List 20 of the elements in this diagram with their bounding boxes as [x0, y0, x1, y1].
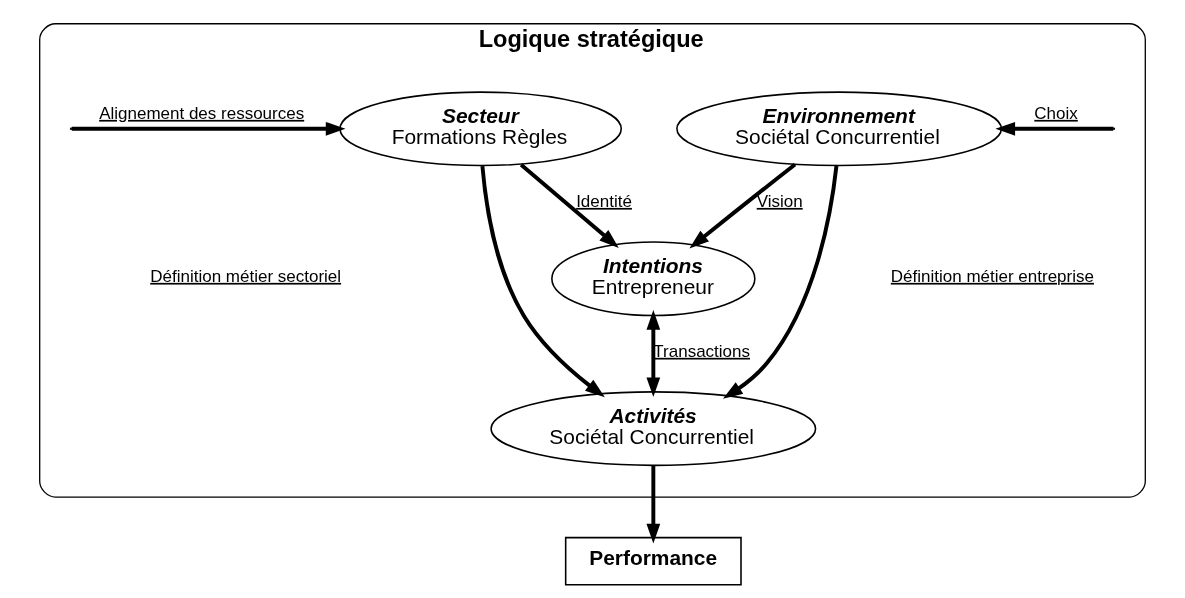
- edge-label: Vision: [756, 191, 803, 211]
- node-ellipse: Activités Sociétal Concurrentiel: [490, 391, 817, 467]
- arrow: [480, 165, 605, 398]
- arrow: [722, 165, 839, 399]
- arrow: [71, 121, 346, 136]
- arrow: [646, 465, 661, 544]
- node-ellipse: Intentions Entrepreneur: [551, 241, 756, 317]
- arrow: [646, 310, 661, 398]
- label: Définition métier entreprise: [890, 266, 1094, 286]
- edge-label: Alignement des ressources: [99, 103, 305, 123]
- edge-label: Choix: [1034, 103, 1078, 123]
- node-box: Performance: [564, 536, 742, 586]
- node-ellipse: Environnement Sociétal Concurrentiel: [676, 91, 1003, 167]
- label: Définition métier sectoriel: [150, 266, 342, 286]
- arrow: [995, 121, 1114, 136]
- node-ellipse: Secteur Formations Règles: [339, 91, 622, 167]
- arrow: [689, 162, 797, 249]
- edge-label: Identité: [576, 191, 632, 211]
- arrow: [519, 163, 619, 248]
- edge-label: Transactions: [653, 341, 751, 361]
